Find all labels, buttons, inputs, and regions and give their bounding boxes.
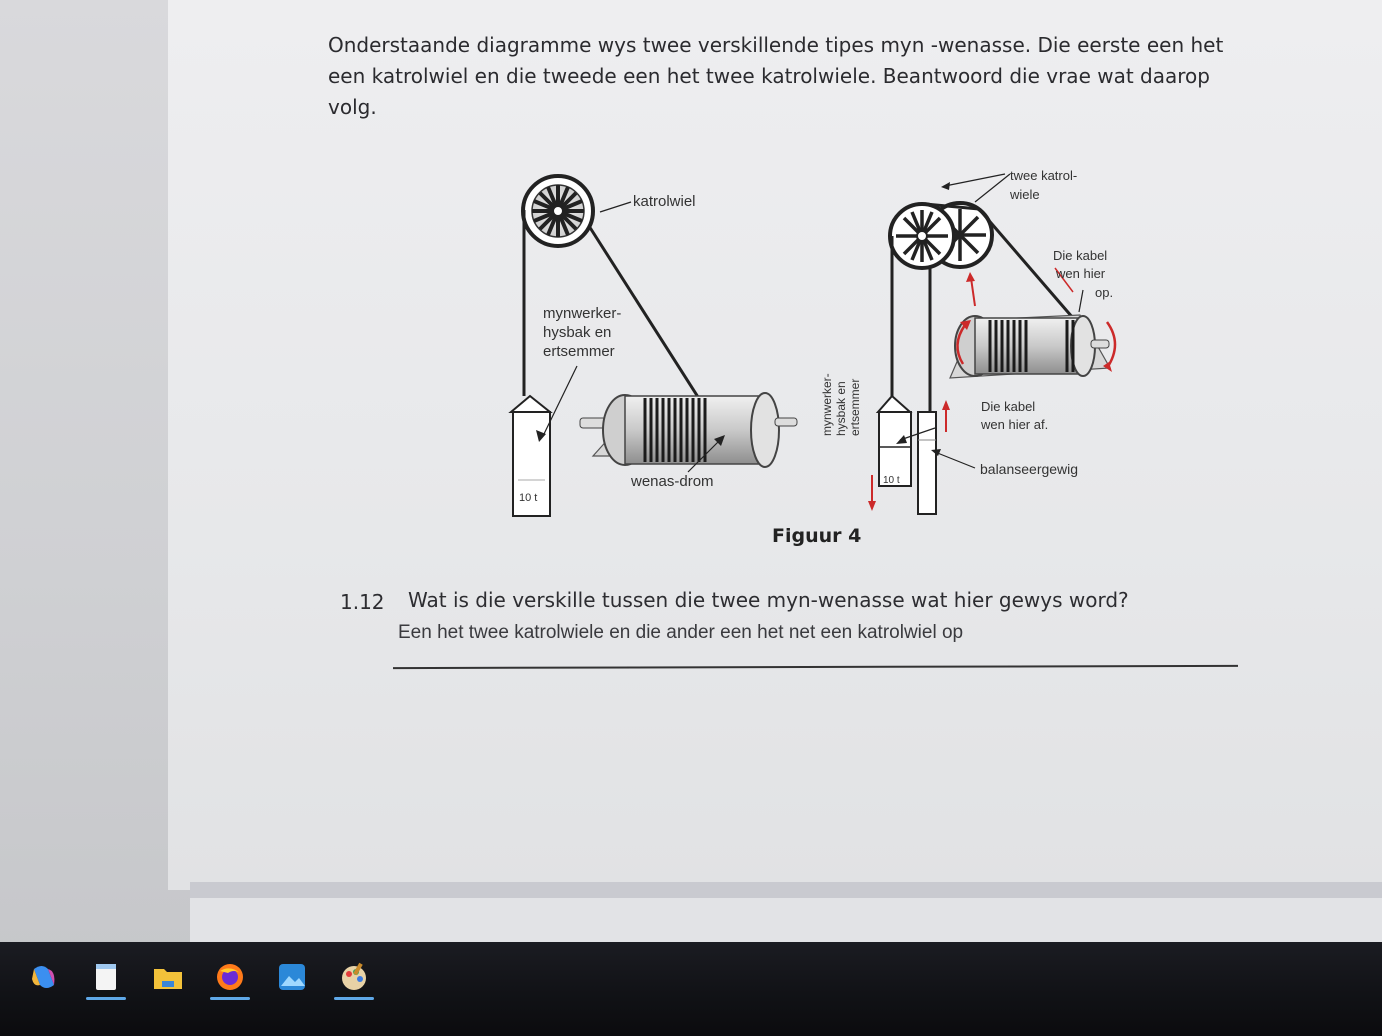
taskbar-app-paint[interactable]: [326, 954, 382, 1000]
active-indicator: [334, 997, 374, 1000]
paint-icon: [342, 962, 366, 990]
pulley-wheel-icon: [521, 174, 595, 248]
winch-drum-icon: [579, 392, 798, 468]
pulleys-label-line: wiele: [1009, 187, 1040, 202]
counterweight-label: balanseergewig: [980, 461, 1078, 477]
figure-caption: Figuur 4: [772, 525, 862, 547]
active-indicator: [86, 997, 126, 1000]
pulley-label: katrolwiel: [633, 193, 696, 210]
counterweight-icon: [917, 411, 937, 515]
answer-field[interactable]: Een het twee katrolwiele en die ander ee…: [398, 622, 964, 643]
copilot-icon: [32, 966, 55, 988]
wind-off-label-line: Die kabel: [981, 399, 1035, 414]
taskbar-app-notepad[interactable]: [78, 954, 134, 1000]
wind-off-label-line: wen hier af.: [980, 417, 1048, 432]
cage-label-line: ertsemmer: [543, 343, 615, 360]
winch-diagram: 10 t: [508, 168, 1117, 517]
right-load-label: 10 t: [883, 475, 900, 486]
active-indicator: [210, 997, 250, 1000]
next-document-page: [190, 898, 1382, 942]
firefox-icon: [217, 964, 243, 990]
figure-mine-winches: 10 t: [505, 150, 1135, 530]
wind-on-label-line: wen hier: [1055, 266, 1106, 281]
winch-drum-icon: [949, 314, 1111, 379]
intro-line: een katrolwiel en die tweede een het twe…: [328, 64, 1210, 88]
cage-label-line: mynwerker-: [543, 305, 621, 322]
photos-icon: [279, 964, 305, 990]
intro-line: Onderstaande diagramme wys twee verskill…: [328, 33, 1224, 57]
cage-label-line: mynwerker-: [820, 373, 834, 436]
question-text: Wat is die verskille tussen die twee myn…: [408, 588, 1129, 612]
right-winch: 10 t mynwerker- hysbak en ertsemmer: [820, 168, 1117, 515]
taskbar-app-copilot[interactable]: [16, 954, 72, 1000]
cage-label-line: hysbak en: [834, 381, 848, 436]
double-pulley-icon: [888, 201, 994, 270]
cage-label-line: hysbak en: [543, 324, 611, 341]
question-number: 1.12: [340, 590, 385, 614]
taskbar: [0, 942, 1382, 1036]
taskbar-app-file-explorer[interactable]: [140, 954, 196, 1000]
drum-label: wenas-drom: [630, 473, 714, 490]
pulleys-label-line: twee katrol-: [1010, 168, 1077, 183]
page-separator: [190, 882, 1382, 898]
notepad-icon: [96, 964, 116, 990]
left-winch: 10 t: [508, 174, 798, 517]
wind-on-label-line: op.: [1095, 285, 1113, 300]
cage-icon: [508, 394, 553, 517]
taskbar-app-firefox[interactable]: [202, 954, 258, 1000]
cage-icon: [875, 394, 913, 487]
wind-on-label-line: Die kabel: [1053, 248, 1107, 263]
left-load-label: 10 t: [519, 492, 537, 504]
intro-paragraph: Onderstaande diagramme wys twee verskill…: [328, 30, 1278, 123]
cage-label-line: ertsemmer: [848, 379, 862, 436]
window-background: [0, 0, 192, 960]
taskbar-app-photos[interactable]: [264, 954, 320, 1000]
intro-line: volg.: [328, 95, 377, 119]
file-explorer-icon: [154, 969, 182, 989]
